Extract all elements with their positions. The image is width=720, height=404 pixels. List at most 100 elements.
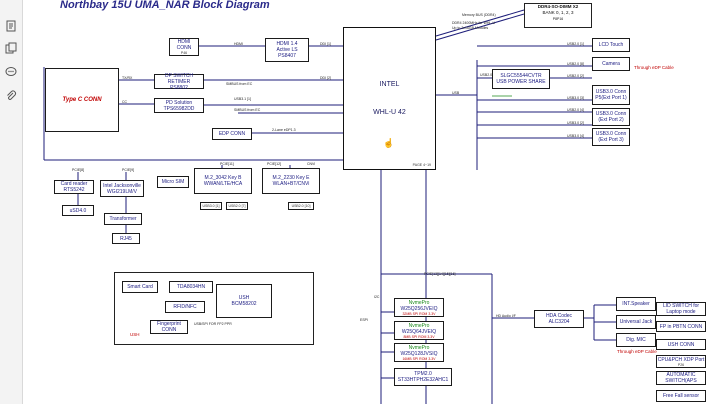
hdmi-retimer-line2: Active LS [276,47,298,53]
dimm-bank: BANK 0, 1, 2, 3 [542,10,574,15]
tpm-line2: ST33HTPH2E32AHC1 [397,377,449,383]
usb31-label: USB3.1 [1] [234,97,251,101]
flash3-chip: W25Q128JVSIQ [400,350,438,357]
pages-icon[interactable] [3,18,19,34]
edp-conn-block: EDP CONN [212,128,252,140]
diagram-canvas: Northbay 15U UMA_NAR Block Diagram INTEL… [22,0,720,404]
hd-audio-label: HD Audio I/F [496,314,516,318]
cnvi-label: CNVi [307,162,316,166]
wwan-usb-b: USB2.0 [7] [226,202,248,210]
pcie9-label: PCIE[9] [122,168,135,172]
memory-bus-label: Memory BUS (DDR4) [462,13,496,17]
lid-switch-block: LID SWITCH for Laptop mode [656,302,706,316]
usb3-conn-ext3-line2: (Ext Port 3) [598,137,624,143]
i2c-label: I2C [374,295,380,299]
jack-label: Universal Jack [619,319,653,325]
power-share-line2: USB POWER SHARE [496,79,546,85]
dimm-ref: P8P16 [552,17,564,21]
jacksonville-line2: WGI219LM/V [106,188,137,195]
usb3-conn-p5-line2: P5(Ext Port 1) [595,95,627,101]
wlan-usb-label: USB2.0 [10] [291,204,311,208]
smbus1-label: SMBUS from EC [226,82,253,86]
speaker-block: INT.Speaker [616,297,656,311]
power-share-block: SLGC55544CVTR USB POWER SHARE [492,69,550,89]
dimm-label: DDR4-SO-DIMM X2 [537,4,579,9]
viewer-sidebar [0,0,23,404]
memory-bus-speed: DDR4 2400MHz for WHL-U [452,21,495,25]
usb2-1-label: USB2.0 [1] [567,42,584,46]
pcie8-label: PCIE[8] [72,168,85,172]
typec-conn-label: Type C CONN [62,97,102,103]
flash1-note: 32MB SPI ROM 3.3V [402,311,436,316]
lcd-touch-block: LCD Touch [592,38,630,52]
connection-lines [43,9,616,404]
txrx-signal-label: TX/RX [122,76,133,80]
cpu-model: WHL-U 42 [373,109,406,116]
transformer-label: Transformer [109,216,137,222]
hdmi-conn-ref: P46 [180,51,188,55]
free-fall-block: Free Fall sensor [656,390,706,402]
espi-label: ESPI [360,318,368,322]
cpu-vendor: INTEL [379,81,400,88]
usb3-conn-ext3-block: USB3.0 Conn (Ext Port 3) [592,128,630,146]
hdmi-retimer-line3: PS8407 [278,53,296,59]
pd-solution-line1: PD Solution [165,99,193,106]
usb3-4-label: USB3.0 [4] [567,134,584,138]
wlan-usb: USB2.0 [10] [288,202,314,210]
pcie12-label: PCIE[12] [267,162,282,166]
dimm-block: DDR4-SO-DIMM X2 BANK 0, 1, 2, 3 P8P16 [524,3,592,28]
usb3-conn-ext2-line2: (Ext Port 2) [598,117,624,123]
flash3-nvpro: NvmePro [408,344,430,351]
auto-switch-line1: AUTOMATIC [666,372,696,378]
lid-switch-line1: LID SWITCH for [662,303,700,309]
wwan-usb-a-label: USB3.0 [1] [202,204,220,208]
card-reader-line1: Card reader [60,181,88,187]
smart-card-block: Smart Card [122,281,158,293]
fp-conn-line2: CONN [161,327,177,333]
pcie-sata-label: PCIE[13][14][15][16] [424,272,456,276]
wlan-line2: WLAN+BT/CNVi [272,181,310,187]
pd-solution-line2: TPS65982DD [163,105,195,112]
usb-bus-label: USB [452,91,460,95]
transformer-block: Transformer [104,213,142,225]
attachment-icon[interactable] [3,88,19,104]
cpu-block: INTEL WHL-U 42 ☝ PAGE 4~19 [343,27,436,170]
hda-codec-block: HDA Codec ALC3204 [534,310,584,328]
rfid-label: RFID/NFC [173,304,197,310]
camera-block: Camera [592,57,630,71]
auto-switch-block: AUTOMATIC SWITCH(APS [656,371,706,385]
wwan-usb-b-label: USB2.0 [7] [228,204,246,208]
power-share-line1: SLGC55544CVTR [500,73,542,79]
flash3-note: 16MB SPI ROM 3.3V [402,356,436,361]
usb2-4-label: USB2.0 [4] [567,108,584,112]
flash1-block: NvmePro W25Q256JVEIQ 32MB SPI ROM 3.3V [394,298,444,317]
hda-codec-line1: HDA Codec [545,313,573,319]
wwan-block: M.2_3042 Key B WWAN/LTE/HCA [194,168,252,194]
tpm-block: TPM2.0 ST33HTPH2E32AHC1 [394,368,452,386]
rj45-label: RJ45 [120,235,132,242]
copy-icon[interactable] [3,40,19,56]
micro-sim-label: Micro SIM [161,179,185,185]
dp-retimer-block: DP SWITCH RETIMER PS8802 [154,73,204,91]
hdmi-conn-label: HDMI CONN [176,39,192,51]
hdmi-retimer-line1: HDMI 1.4 [276,41,298,47]
fp-pbtn-block: FP in PBTN CONN [656,321,706,332]
hand-cursor-icon: ☝ [383,138,395,148]
free-fall-label: Free Fall sensor [662,393,700,399]
edp-signal-label: 2-Lane eDP1.3 [272,128,296,132]
flash2-chip: W25Q64JVEIQ [401,328,437,335]
usb2-3-label: USB2.0 [3] [480,73,497,77]
flash1-chip: W25Q256JVEIQ [400,305,438,312]
usb3-conn-ext2-block: USB3.0 Conn (Ext Port 2) [592,108,630,126]
rfid-block: RFID/NFC [165,301,205,313]
fp-conn-line1: Fingerprint [157,321,181,327]
flash1-nvpro: NvmePro [408,299,430,306]
security-group [114,272,314,345]
pcie11-label: PCIE[11] [220,162,234,166]
dp-retimer-line2: PS8802 [170,84,188,91]
usb2-8-label: USB2.0 [8] [567,62,584,66]
comment-icon[interactable] [3,64,19,80]
ddi1-label: DDI [1] [320,42,331,46]
flash2-block: NvmePro W25Q64JVEIQ 8MB SPI ROM 3.3V [394,321,444,340]
wwan-line2: WWAN/LTE/HCA [203,181,243,187]
